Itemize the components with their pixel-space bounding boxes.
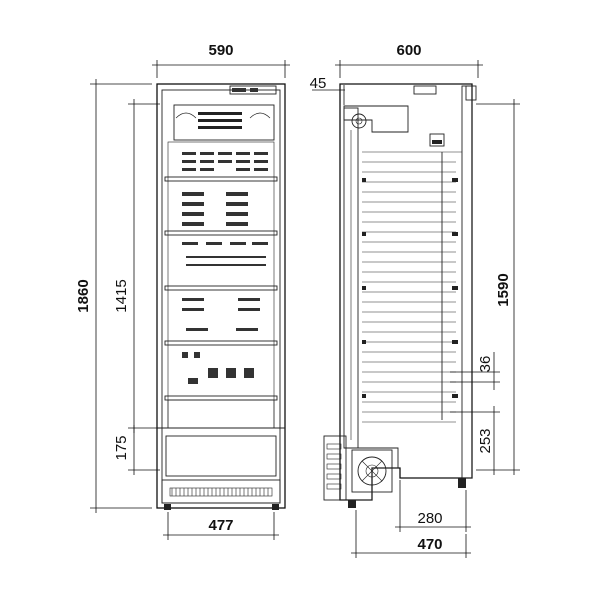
dim-front-inner-width: 477 (208, 517, 233, 534)
front-products (182, 152, 268, 384)
dim-side-base-depth: 470 (417, 536, 442, 553)
dim-total-height: 1860 (75, 279, 92, 312)
dim-lower-section: 253 (477, 428, 494, 453)
evaporator-grille (198, 112, 242, 129)
side-view (323, 83, 477, 508)
dim-side-inner-height: 1590 (495, 273, 512, 306)
dim-front-width: 590 (208, 42, 233, 59)
dim-inner-height: 1415 (113, 279, 130, 312)
side-dimensions: 600 45 1590 36 253 280 470 (310, 42, 520, 558)
front-dimensions: 590 1860 1415 175 477 (75, 42, 290, 540)
side-shelves (362, 151, 462, 423)
vent-grille (169, 487, 273, 497)
dim-side-depth: 600 (396, 42, 421, 59)
front-view (156, 83, 286, 510)
dim-shelf-pitch: 36 (477, 356, 494, 373)
dim-bottom-clearance: 175 (113, 435, 130, 460)
dim-base-depth: 280 (417, 510, 442, 527)
base-vents (326, 443, 342, 490)
shelf-brackets (362, 178, 458, 398)
front-shelves (164, 176, 278, 401)
dim-top-offset: 45 (310, 75, 327, 92)
